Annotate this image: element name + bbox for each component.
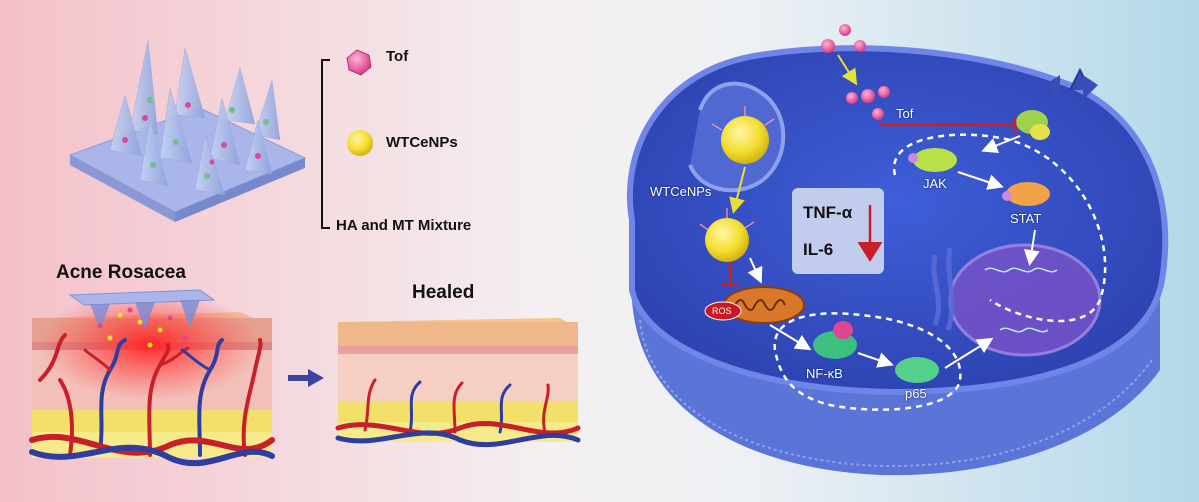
- mixture-legend-label: HA and MT Mixture: [336, 217, 472, 234]
- il6-label: IL-6: [803, 240, 834, 259]
- nfkb-protein: [813, 321, 857, 359]
- receptor: [1045, 67, 1098, 100]
- legend-bracket: [321, 59, 330, 229]
- microneedle-patch: [68, 39, 307, 222]
- jak-protein: [908, 148, 957, 172]
- tof-legend-label: Tof: [386, 48, 409, 65]
- tof-legend-icon: [346, 49, 372, 76]
- receptor-protein: [1016, 110, 1050, 140]
- ros-marker: [704, 301, 742, 321]
- cell-wtcenps-label: WTCeNPs: [650, 184, 712, 199]
- stat-protein: [1002, 182, 1050, 206]
- acne-rosacea-title: Acne Rosacea: [56, 262, 186, 283]
- wtcenp-particle-cytosol: [705, 218, 749, 262]
- mitochondrion: [723, 286, 805, 324]
- jak-label: JAK: [923, 176, 947, 191]
- wtcenps-legend-label: WTCeNPs: [386, 134, 458, 151]
- healed-title: Healed: [412, 282, 475, 303]
- cell-tof-label: Tof: [896, 106, 914, 121]
- healed-skin-block: [335, 318, 581, 447]
- p65-label: p65: [905, 386, 927, 401]
- ros-label: ROS: [712, 306, 732, 316]
- wtcenp-particle-endosome: [721, 116, 769, 164]
- progress-arrow: [288, 369, 324, 387]
- p65-protein: [895, 357, 939, 383]
- wtcenps-legend-icon: [347, 130, 373, 156]
- tnf-alpha-label: TNF-α: [803, 203, 853, 222]
- nfkb-label: NF-κB: [806, 366, 843, 381]
- cell: [626, 24, 1169, 476]
- stat-label: STAT: [1010, 211, 1042, 226]
- acne-skin-block: [29, 289, 275, 467]
